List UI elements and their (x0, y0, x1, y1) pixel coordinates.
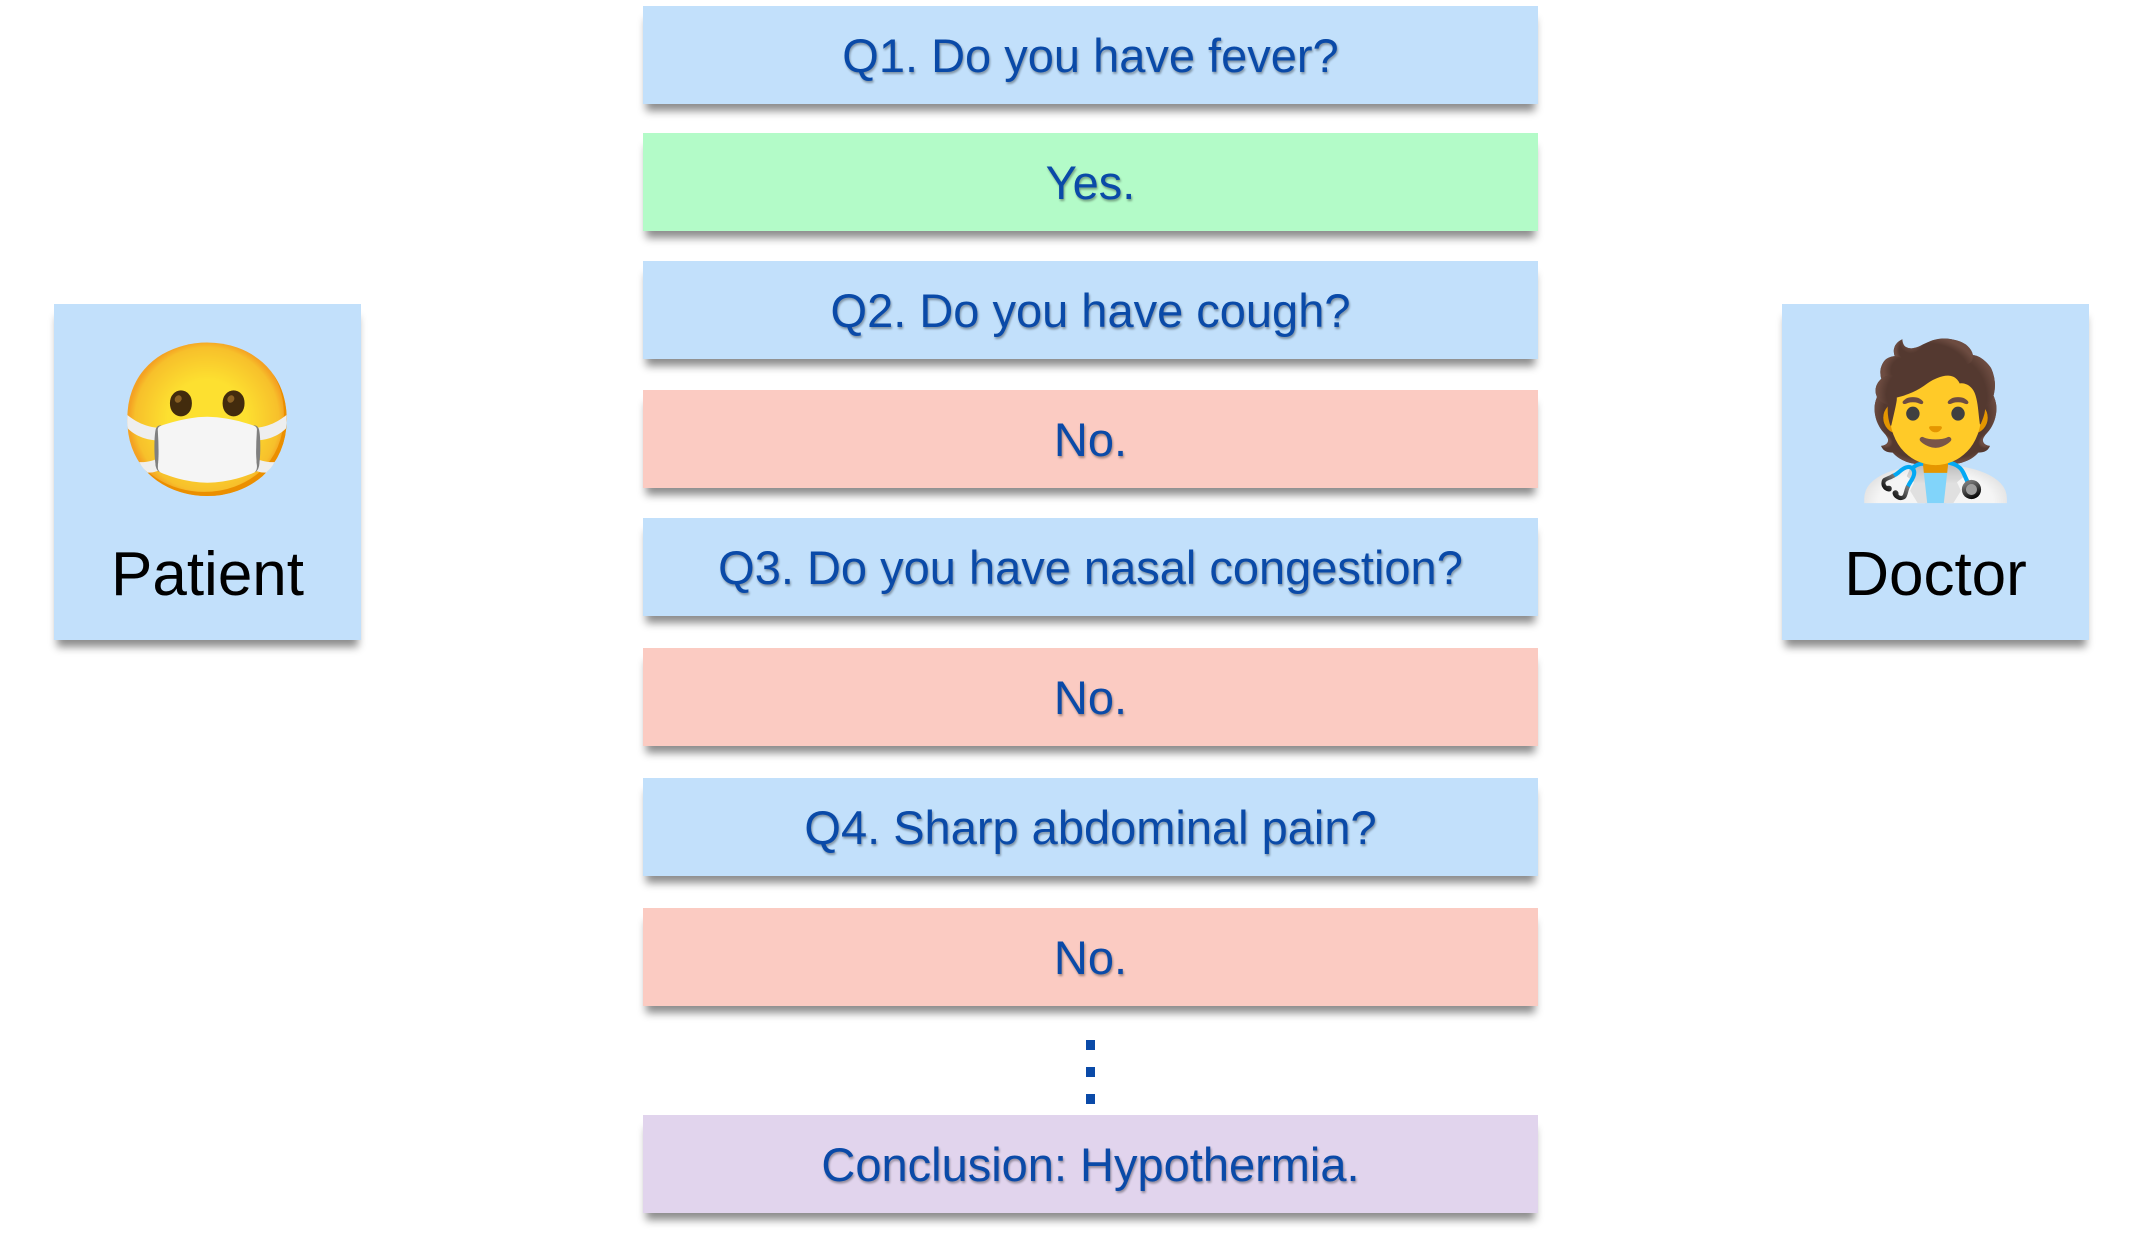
health-worker-icon: 🧑‍⚕️ (1842, 336, 2029, 504)
patient-label: Patient (110, 540, 305, 609)
answer-1: Yes. (643, 133, 1538, 231)
answer-4: No. (643, 908, 1538, 1006)
ellipsis-dot (1086, 1094, 1095, 1104)
question-4: Q4. Sharp abdominal pain? (643, 778, 1538, 876)
ellipsis-dot (1086, 1067, 1095, 1077)
question-2: Q2. Do you have cough? (643, 261, 1538, 359)
question-1: Q1. Do you have fever? (643, 6, 1538, 104)
ellipsis-dot (1086, 1040, 1095, 1050)
answer-2: No. (643, 390, 1538, 488)
patient-box: 😷 Patient (54, 304, 361, 640)
doctor-box: 🧑‍⚕️ Doctor (1782, 304, 2089, 640)
face-with-medical-mask-icon: 😷 (114, 336, 301, 504)
answer-3: No. (643, 648, 1538, 746)
vertical-ellipsis-icon (1086, 1040, 1096, 1121)
doctor-label: Doctor (1844, 540, 2027, 609)
question-3: Q3. Do you have nasal congestion? (643, 518, 1538, 616)
conclusion: Conclusion: Hypothermia. (643, 1115, 1538, 1213)
